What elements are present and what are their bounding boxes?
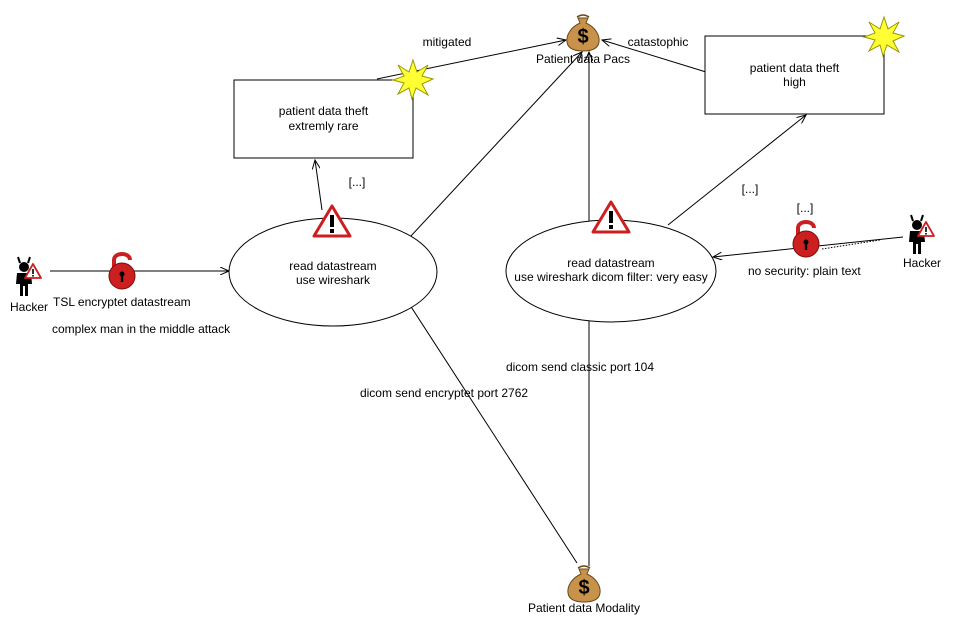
explosion-icon bbox=[862, 15, 906, 58]
threat-rare-box: patient data theft extremly rare bbox=[233, 79, 414, 159]
threat-rare-line1: patient data theft bbox=[279, 104, 369, 118]
edge-dotted-right bbox=[821, 239, 881, 250]
open-lock-icon bbox=[108, 252, 136, 290]
edge-label-no-security: no security: plain text bbox=[748, 264, 861, 278]
edge-label-dicom-classic: dicom send classic port 104 bbox=[506, 360, 654, 374]
money-bag-icon: $ bbox=[567, 565, 601, 603]
svg-text:$: $ bbox=[577, 26, 588, 48]
attack-right-line2: use wireshark dicom filter: very easy bbox=[514, 270, 707, 284]
attack-left-line2: use wireshark bbox=[296, 273, 371, 287]
threat-high-line1: patient data theft bbox=[750, 61, 840, 75]
edge-label-dicom-encrypted: dicom send encryptet port 2762 bbox=[360, 386, 528, 400]
warning-icon bbox=[312, 204, 352, 238]
attack-left-ellipse: read datastream use wireshark bbox=[228, 217, 438, 327]
hacker-right-label: Hacker bbox=[903, 256, 941, 270]
svg-text:$: $ bbox=[578, 577, 589, 599]
explosion-icon bbox=[391, 58, 435, 101]
edge-label-mitigated: mitigated bbox=[423, 35, 472, 49]
edge-label-complex: complex man in the middle attack bbox=[52, 322, 231, 336]
warning-icon bbox=[591, 200, 631, 234]
edge-high-to-pacs bbox=[602, 40, 707, 73]
edge-attack-right-to-high bbox=[667, 115, 806, 226]
hacker-left-label: Hacker bbox=[10, 300, 48, 314]
hacker-icon bbox=[16, 256, 42, 296]
attack-left-line1: read datastream bbox=[289, 259, 376, 273]
target-pacs-label: Patient data Pacs bbox=[536, 52, 630, 66]
threat-high-line2: high bbox=[783, 75, 806, 89]
target-modality-label: Patient data Modality bbox=[528, 601, 640, 615]
threat-high-box: patient data theft high bbox=[704, 35, 885, 115]
attack-right-ellipse: read datastream use wireshark dicom filt… bbox=[505, 219, 717, 323]
money-bag-icon: $ bbox=[566, 14, 600, 52]
edge-label-tsl: TSL encryptet datastream bbox=[53, 295, 191, 309]
edge-label-ellipsis-right2: [...] bbox=[797, 201, 814, 215]
edge-label-catastophic: catastophic bbox=[628, 35, 689, 49]
open-lock-icon bbox=[792, 220, 820, 258]
threat-rare-line2: extremly rare bbox=[288, 119, 358, 133]
edge-attack-left-to-rare bbox=[315, 160, 323, 211]
attack-right-line1: read datastream bbox=[567, 256, 654, 270]
edge-label-ellipsis-left: [...] bbox=[349, 175, 366, 189]
hacker-icon bbox=[909, 214, 935, 254]
edge-label-ellipsis-right: [...] bbox=[742, 182, 759, 196]
